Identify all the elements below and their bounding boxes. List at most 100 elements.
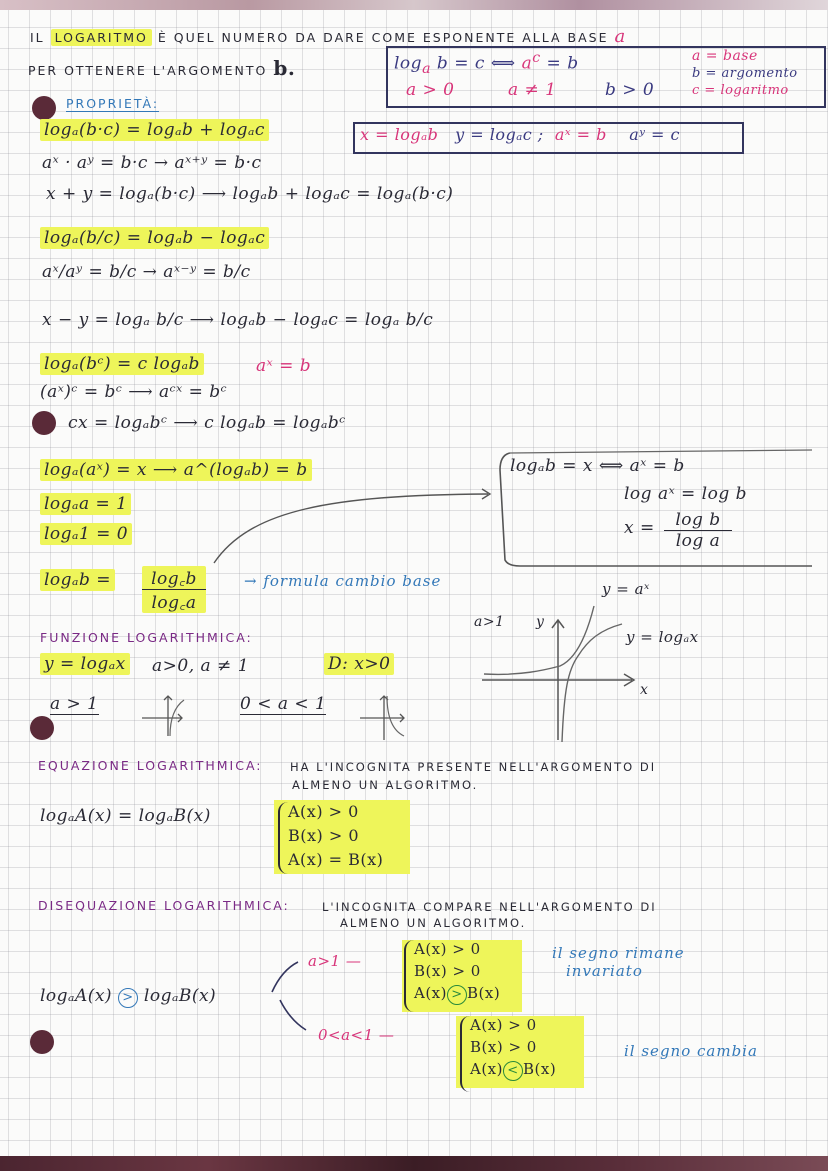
binder-hole-1 [32,96,56,120]
graph-x-label: x [640,682,649,698]
power-step-1: (aˣ)ᶜ = bᶜ ⟶ aᶜˣ = bᶜ [40,382,228,402]
graph-condition: a>1 [474,614,505,630]
sub-ay: aʸ = c [629,125,680,144]
power-step-2: cx = logₐbᶜ ⟶ c logₐb = logₐbᶜ [68,413,346,433]
derivation-numerator: log b [664,510,732,531]
derivation-line-2: log aˣ = log b [624,484,748,504]
equation-system-line-2: B(x) > 0 [288,826,360,845]
quotient-rule-text: logₐ(b/c) = logₐb − logₐc [40,227,270,249]
identity-1-text: logₐ(aˣ) = x ⟶ a^(logₐb) = b [40,459,312,481]
quotient-step-1: aˣ/aʸ = b/c → aˣ⁻ʸ = b/c [42,262,251,282]
equation-description-1: ha l'incognita presente nell'argomento d… [290,760,657,774]
inequality-case1-brace [404,940,414,1012]
case1-a: A(x) [414,984,447,1002]
case1-note-1: il segno rimane [552,944,685,962]
cob-left-text: logₐb = [40,569,115,591]
inequality-right: logₐB(x) [143,986,217,1006]
equation-system-line-3: A(x) = B(x) [288,850,384,869]
case1-line-2: B(x) > 0 [414,962,481,980]
cob-numerator: log꜀b [142,566,206,590]
log-word: log [394,53,423,74]
mini-graph-decreasing-icon [360,695,405,740]
product-step-2: x + y = logₐ(b·c) ⟶ logₐb + logₐc = logₐ… [46,184,454,204]
case2-line-3: A(x)<B(x) [470,1060,556,1081]
product-rule: logₐ(b·c) = logₐb + logₐc [40,119,269,141]
definition-box [386,46,826,108]
condition-b-positive: b > 0 [605,80,655,100]
branch-lines-icon [271,961,307,1031]
function-domain: D: x>0 [324,653,395,675]
properties-heading: proprietà: [66,96,160,112]
case2-sign-circled: < [503,1061,523,1081]
power-note: aˣ = b [256,356,312,376]
inequality-description-1: l'incognita compare nell'argomento di [322,900,657,914]
inequality-description-2: almeno un algoritmo. [340,916,527,930]
legend-argument: b = argomento [692,66,798,81]
cob-denominator: log꜀a [151,593,197,613]
intro-keyword-logaritmo: logaritmo [50,29,152,46]
quotient-step-2: x − y = logₐ b/c ⟶ logₐb − logₐc = logₐ … [42,310,434,330]
equivalence-end: = b [546,53,579,74]
case2-line-2: B(x) > 0 [470,1038,537,1056]
inequality-case2-condition: 0<a<1 — [318,1026,395,1044]
case2-b: B(x) [523,1060,557,1078]
graph-y-label: y [536,614,545,630]
binder-hole-2 [32,411,56,435]
equation-description-2: almeno un algoritmo. [292,778,479,792]
case2-note: il segno cambia [624,1042,758,1060]
inequality-sign-circled: > [117,988,138,1008]
binder-hole-3 [30,716,54,740]
page-bottom-edge [0,1156,828,1171]
power-rule: logₐ(bᶜ) = c logₐb [40,353,204,375]
change-of-base-fraction: log꜀b log꜀a [142,566,206,613]
power-base: a [521,53,533,74]
legend-base: a = base [692,48,758,64]
change-of-base-label: → formula cambio base [244,572,442,590]
power-exp: c [532,50,541,66]
derivation-fraction: log b log a [664,510,732,551]
sub-x: x = logₐb [360,125,439,144]
intro-line-1: il logaritmo è quel numero da dare come … [30,26,626,47]
inequality-formula: logₐA(x) > logₐB(x) [40,986,216,1008]
binder-hole-4 [30,1030,54,1054]
equation-system-line-1: A(x) > 0 [288,802,359,821]
identity-3-text: logₐ1 = 0 [40,523,133,545]
exp-log-graph [482,605,636,743]
equation-heading: equazione logarithmica: [38,758,263,773]
function-heading: funzione logarithmica: [40,630,253,645]
function-case-a-between: 0 < a < 1 [240,694,327,715]
intro-argument: b. [273,56,296,80]
equivalence-mid: b = c ⟺ [436,53,516,74]
case1-line-1: A(x) > 0 [414,940,481,958]
intro-rest: è quel numero da dare come esponente all… [157,30,609,45]
intro-prefix: il [30,30,45,45]
equation-system-brace [278,802,288,874]
function-definition: y = logₐx [40,653,130,675]
case1-note-2: invariato [566,962,643,980]
equation-system-highlight [274,800,410,874]
inequality-left: logₐA(x) [40,986,113,1006]
log-base: a [422,61,432,78]
change-of-base-left: logₐb = [40,569,115,591]
derivation-line-1: logₐb = x ⟺ aˣ = b [510,456,685,476]
condition-a-not-one: a ≠ 1 [508,80,557,100]
case1-sign-circled: > [447,985,467,1005]
case1-b: B(x) [467,984,501,1002]
product-step-1: aˣ · aʸ = b·c → aˣ⁺ʸ = b·c [42,153,262,173]
page-top-edge [0,0,828,10]
sub-y: y = logₐc ; [455,125,544,144]
inequality-case2-brace [460,1016,470,1092]
power-rule-text: logₐ(bᶜ) = c logₐb [40,353,204,375]
inequality-heading: disequazione logarithmica: [38,898,290,913]
substitution-box [353,122,744,154]
function-domain-text: D: x>0 [324,653,395,675]
derivation-line-3-left: x = [624,518,655,538]
identity-1: logₐ(aˣ) = x ⟶ a^(logₐb) = b [40,459,312,481]
product-rule-text: logₐ(b·c) = logₐb + logₐc [40,119,269,141]
derivation-denominator: log a [675,531,721,551]
intro-line-2-text: per ottenere l'argomento [28,63,268,78]
graph-curve-log-label: y = logₐx [626,628,699,646]
case2-line-1: A(x) > 0 [470,1016,537,1034]
graph-curve-exp-label: y = aˣ [602,580,650,598]
